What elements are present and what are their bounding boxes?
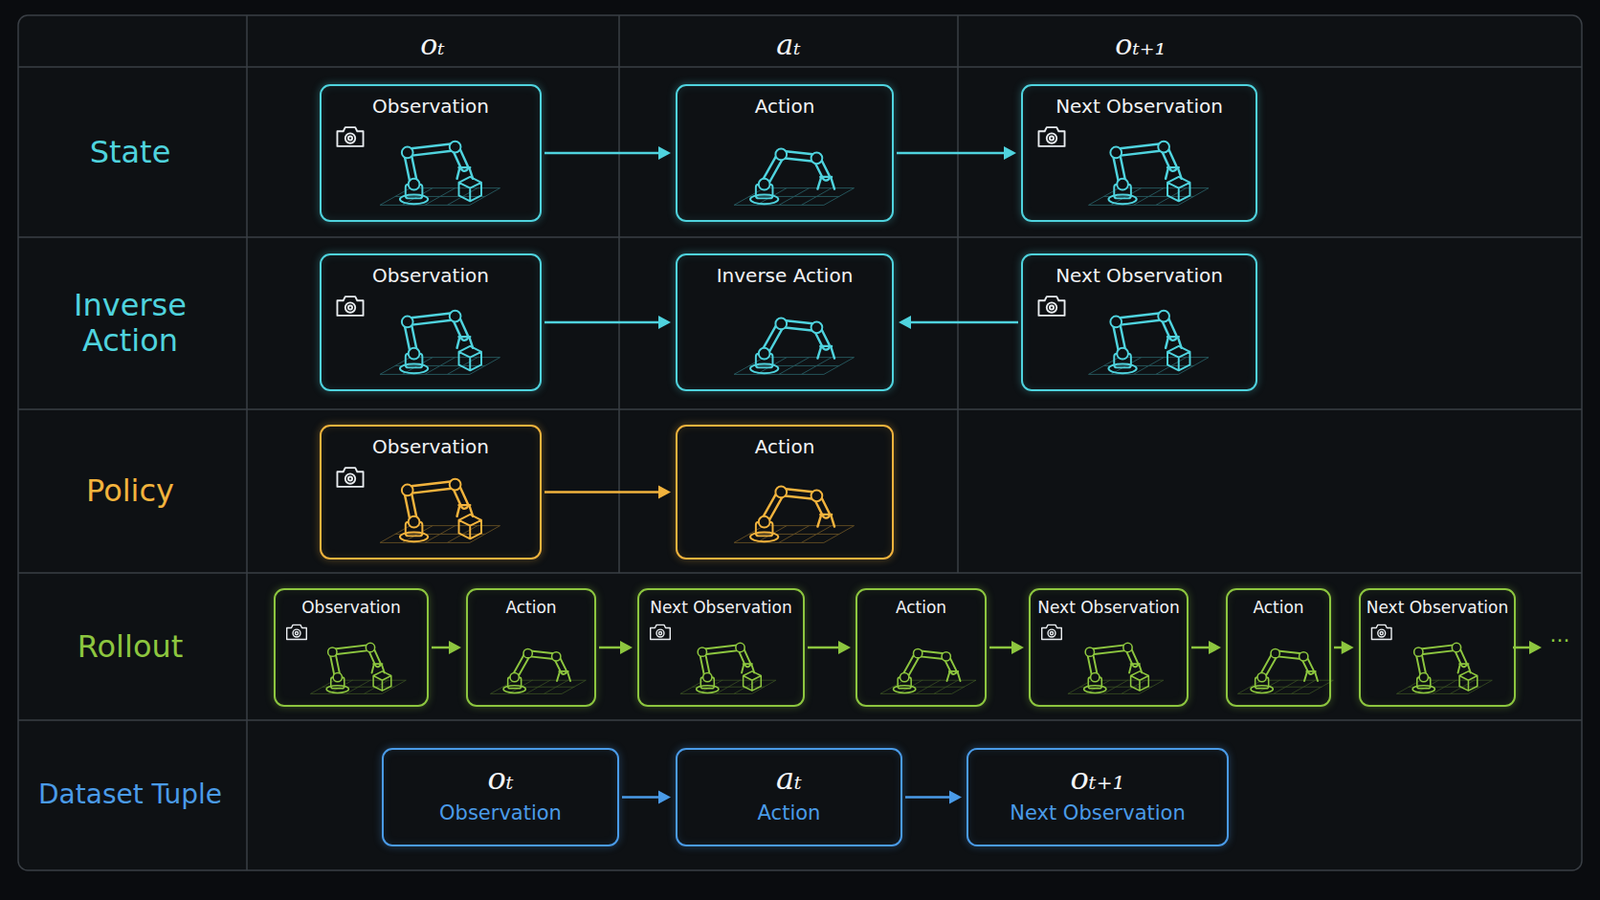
- flow-arrow: [544, 146, 671, 160]
- box-title: Observation: [321, 94, 540, 118]
- flow-arrow: [989, 641, 1024, 655]
- camera-icon: [287, 624, 308, 640]
- observation-box: Observation: [319, 84, 542, 223]
- box-title: Action: [467, 598, 595, 618]
- box-title: Next Observation: [639, 598, 803, 618]
- action-box: Action: [466, 588, 597, 708]
- arrow-head: [620, 641, 633, 655]
- box-title: Observation: [321, 435, 540, 459]
- camera-icon: [1038, 127, 1065, 147]
- box-title: Action: [857, 598, 985, 618]
- observation-box: Next Observation: [637, 588, 805, 708]
- robot-arm-icon: [1088, 311, 1209, 375]
- column-header: aₜ: [692, 28, 885, 63]
- arrow-head: [658, 791, 671, 805]
- action-box: Inverse Action: [675, 253, 894, 392]
- column-header: oₜ: [336, 28, 529, 63]
- row-label: State: [20, 134, 241, 171]
- robot-arm-icon: [733, 487, 854, 544]
- tuple-box: oₜObservation: [381, 748, 620, 847]
- observation-box: Observation: [319, 253, 542, 392]
- robot-arm-icon: [880, 649, 977, 695]
- box-title: Observation: [275, 598, 427, 618]
- tuple-box: oₜ₊₁Next Observation: [966, 748, 1229, 847]
- row-label: Policy: [20, 473, 241, 510]
- camera-icon: [336, 467, 363, 488]
- symbol-text: aₜ: [677, 759, 901, 799]
- tuple-caption: Observation: [383, 801, 618, 825]
- box-title: Next Observation: [1022, 264, 1256, 288]
- flow-arrow: [905, 791, 962, 805]
- tuple-caption: Action: [677, 801, 901, 825]
- observation-box: Next Observation: [1358, 588, 1517, 708]
- observation-box: Next Observation: [1028, 588, 1189, 708]
- robot-arm-icon: [1238, 649, 1334, 695]
- arrow-head: [658, 315, 671, 330]
- flow-arrow: [544, 486, 671, 500]
- flow-arrow: [1333, 641, 1355, 655]
- action-box: Action: [675, 424, 894, 560]
- arrow-head: [1011, 641, 1024, 655]
- robot-arm-icon: [733, 318, 854, 376]
- box-title: Next Observation: [1360, 598, 1515, 618]
- robot-arm-icon: [1067, 643, 1164, 694]
- symbol-text: oₜ: [383, 759, 618, 799]
- robot-arm-icon: [311, 643, 407, 694]
- robot-arm-icon: [680, 643, 777, 694]
- observation-box: Next Observation: [1021, 84, 1258, 223]
- camera-icon: [650, 624, 671, 640]
- arrow-head: [898, 315, 912, 330]
- camera-icon: [336, 296, 363, 316]
- box-title: Action: [677, 94, 892, 118]
- box-title: Action: [1227, 598, 1330, 618]
- robot-arm-icon: [733, 149, 854, 206]
- arrow-head: [1208, 641, 1222, 655]
- flow-arrow: [807, 641, 851, 655]
- camera-icon: [1371, 624, 1392, 640]
- action-box: Action: [855, 588, 987, 708]
- flow-arrow: [431, 641, 462, 655]
- tuple-caption: Next Observation: [968, 801, 1227, 825]
- robot-arm-icon: [490, 649, 587, 695]
- robot-arm-icon: [379, 141, 500, 205]
- flow-arrow: [622, 791, 671, 805]
- box-title: Observation: [321, 264, 540, 288]
- robot-arm-icon: [379, 479, 500, 543]
- symbol-text: oₜ₊₁: [968, 759, 1227, 799]
- arrow-head: [658, 146, 671, 160]
- observation-box: Next Observation: [1021, 253, 1258, 392]
- arrow-head: [1003, 146, 1017, 160]
- arrow-head: [448, 641, 462, 655]
- camera-icon: [1042, 624, 1063, 640]
- arrow-head: [658, 486, 671, 500]
- row-label: Dataset Tuple: [20, 779, 241, 811]
- observation-box: Observation: [319, 424, 542, 560]
- column-header: oₜ₊₁: [1035, 28, 1246, 63]
- continuation-mark: ···: [1540, 628, 1579, 653]
- robot-arm-icon: [1397, 643, 1493, 694]
- arrow-head: [949, 791, 962, 805]
- arrow-head: [1341, 641, 1355, 655]
- flow-arrow: [1191, 641, 1222, 655]
- robot-arm-icon: [379, 311, 500, 375]
- action-box: Action: [675, 84, 894, 223]
- flow-arrow: [896, 146, 1017, 160]
- camera-icon: [1038, 296, 1065, 316]
- robot-arm-icon: [1088, 141, 1209, 205]
- box-title: Next Observation: [1030, 598, 1187, 618]
- tuple-box: aₜAction: [675, 748, 903, 847]
- flow-arrow: [599, 641, 633, 655]
- box-title: Inverse Action: [677, 264, 892, 288]
- box-title: Action: [677, 435, 892, 459]
- row-label: Rollout: [20, 629, 241, 666]
- box-title: Next Observation: [1022, 94, 1256, 118]
- arrow-head: [838, 641, 851, 655]
- flow-arrow: [898, 315, 1019, 330]
- camera-icon: [336, 127, 363, 147]
- row-label: Inverse Action: [34, 288, 226, 359]
- action-box: Action: [1225, 588, 1332, 708]
- observation-box: Observation: [273, 588, 429, 708]
- flow-arrow: [544, 315, 671, 330]
